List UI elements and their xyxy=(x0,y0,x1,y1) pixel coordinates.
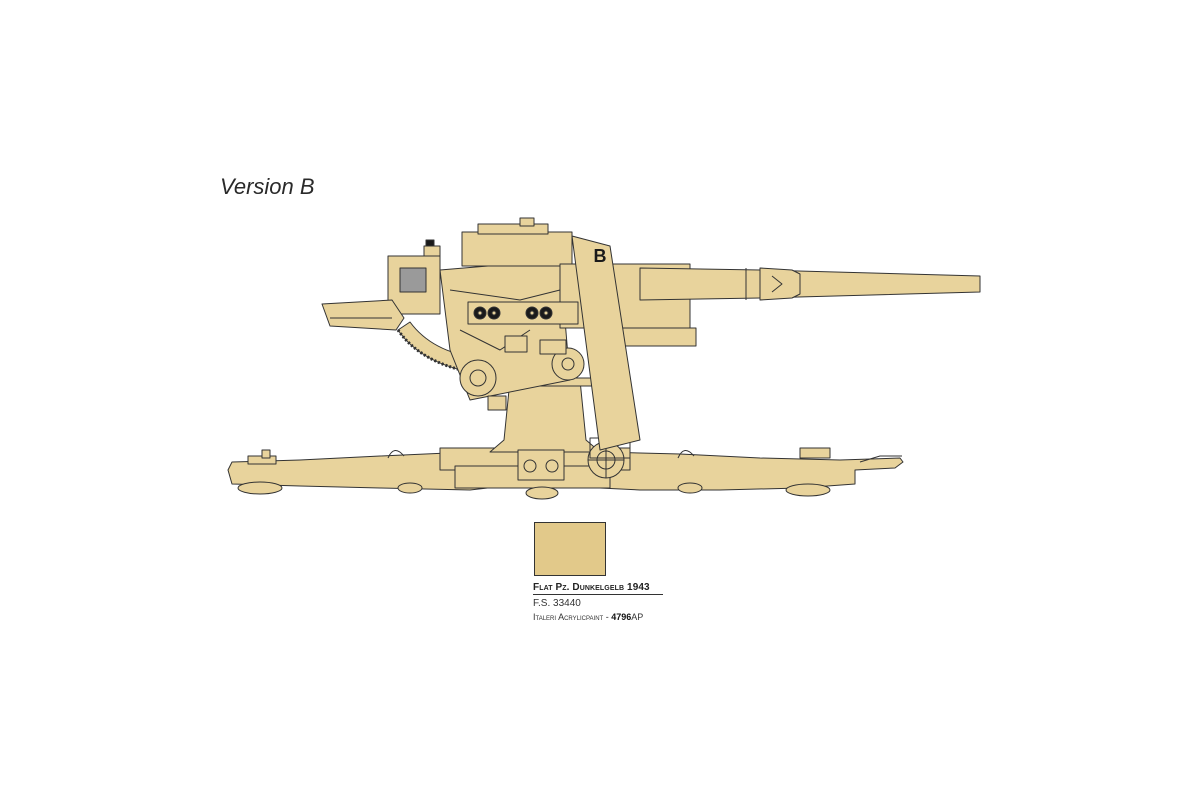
outrigger-right xyxy=(599,451,904,491)
handwheel-center xyxy=(551,347,585,381)
upper-carriage xyxy=(439,259,571,401)
gun-shield xyxy=(571,235,641,451)
paint-fs-code: F.S. 33440 xyxy=(533,598,581,609)
paint-divider xyxy=(533,594,663,595)
gun-body xyxy=(227,217,981,500)
gun-marking: B xyxy=(594,246,607,266)
loading-tray xyxy=(321,299,405,331)
foot-pad-right xyxy=(785,483,831,497)
version-title: Version B xyxy=(220,174,315,199)
barrel xyxy=(639,267,981,301)
recuperator xyxy=(461,231,573,267)
paint-swatch xyxy=(534,522,606,576)
paint-code-suffix: AP xyxy=(631,612,644,622)
paint-brand-line: Italeri Acrylicpaint - 4796AP xyxy=(533,612,643,622)
foot-pad-left xyxy=(237,481,283,495)
paint-name: Flat Pz. Dunkelgelb 1943 xyxy=(533,582,650,593)
handwheel-left xyxy=(459,359,497,397)
muzzle-brake xyxy=(759,267,801,301)
paint-code-number: 4796 xyxy=(611,612,632,622)
paint-brand: Italeri Acrylicpaint - xyxy=(533,612,612,622)
